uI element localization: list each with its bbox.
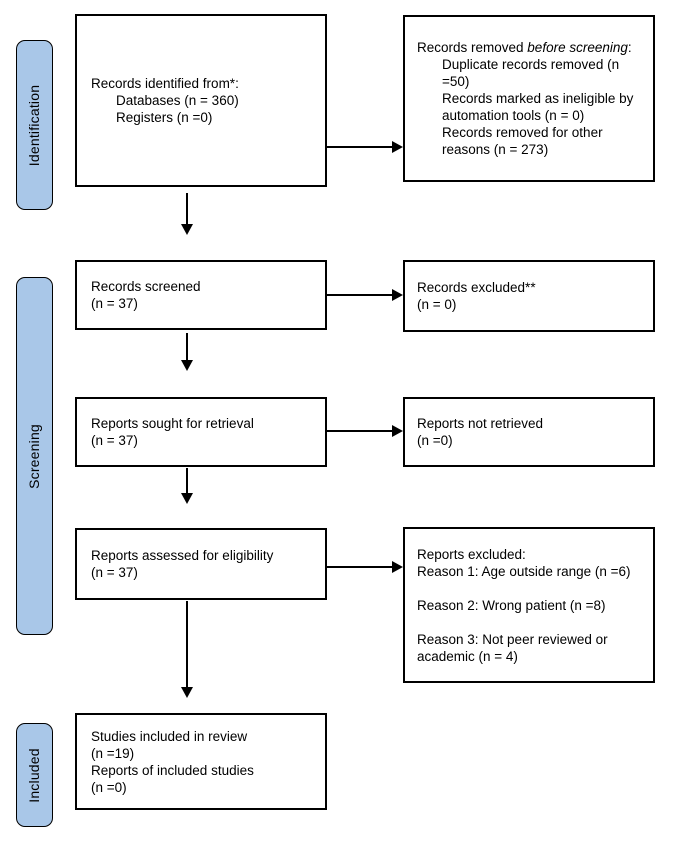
records-excluded-line1: Records excluded** bbox=[417, 280, 536, 295]
stage-identification: Identification bbox=[16, 40, 53, 210]
arrow-sought-to-not-retrieved-icon bbox=[327, 425, 403, 437]
box-reports-assessed: Reports assessed for eligibility (n = 37… bbox=[75, 528, 327, 600]
box-reports-not-retrieved: Reports not retrieved (n =0) bbox=[403, 397, 655, 467]
arrow-identified-to-removed-icon bbox=[327, 141, 403, 153]
arrow-assessed-to-reports-excluded-icon bbox=[327, 561, 403, 573]
arrow-screened-to-sought-icon bbox=[181, 333, 193, 371]
box-studies-included: Studies included in review (n =19) Repor… bbox=[75, 713, 327, 810]
arrow-identified-to-screened-icon bbox=[181, 193, 193, 235]
records-identified-registers: Registers (n =0) bbox=[116, 110, 213, 125]
box-reports-sought: Reports sought for retrieval (n = 37) bbox=[75, 397, 327, 467]
stage-identification-label: Identification bbox=[26, 84, 43, 166]
stage-included: Included bbox=[16, 723, 53, 827]
reports-excluded-reason-2: Reason 2: Wrong patient (n =8) bbox=[417, 597, 606, 613]
records-removed-title-colon: : bbox=[627, 40, 632, 55]
records-excluded-line2: (n = 0) bbox=[417, 297, 457, 312]
arrow-assessed-to-included-icon bbox=[181, 601, 193, 698]
box-records-screened: Records screened (n = 37) bbox=[75, 260, 327, 330]
arrow-screened-to-excluded-icon bbox=[327, 289, 403, 301]
studies-included-line2: (n =19) bbox=[91, 745, 135, 761]
box-reports-excluded: Reports excluded: Reason 1: Age outside … bbox=[403, 527, 655, 683]
arrow-sought-to-assessed-icon bbox=[181, 468, 193, 504]
studies-included-line3: Reports of included studies bbox=[91, 762, 254, 778]
studies-included-line4: (n =0) bbox=[91, 779, 127, 795]
reports-not-retrieved-line1: Reports not retrieved bbox=[417, 416, 544, 431]
records-identified-databases: Databases (n = 360) bbox=[116, 93, 239, 108]
stage-screening-label: Screening bbox=[26, 423, 42, 489]
box-records-identified: Records identified from*: Databases (n =… bbox=[75, 14, 327, 187]
reports-excluded-title: Reports excluded: bbox=[417, 546, 526, 562]
reports-assessed-line1: Reports assessed for eligibility bbox=[91, 548, 274, 563]
box-records-excluded: Records excluded** (n = 0) bbox=[403, 260, 655, 332]
records-removed-title-normal: Records removed bbox=[417, 40, 528, 55]
stage-screening: Screening bbox=[16, 277, 53, 635]
records-removed-title-italic: before screening bbox=[527, 40, 628, 55]
records-screened-line2: (n = 37) bbox=[91, 296, 138, 311]
reports-assessed-line2: (n = 37) bbox=[91, 565, 138, 580]
reports-sought-line1: Reports sought for retrieval bbox=[91, 416, 254, 431]
records-screened-line1: Records screened bbox=[91, 279, 201, 294]
box-records-removed: Records removed before screening: Duplic… bbox=[403, 15, 655, 182]
records-identified-title: Records identified from*: bbox=[91, 76, 239, 91]
stage-included-label: Included bbox=[26, 747, 42, 803]
records-removed-other: Records removed for other reasons (n = 2… bbox=[442, 125, 603, 157]
records-removed-automation: Records marked as ineligible by automati… bbox=[442, 91, 634, 123]
records-removed-duplicates: Duplicate records removed (n =50) bbox=[442, 57, 620, 89]
reports-sought-line2: (n = 37) bbox=[91, 433, 138, 448]
studies-included-line1: Studies included in review bbox=[91, 728, 248, 744]
reports-not-retrieved-line2: (n =0) bbox=[417, 433, 453, 448]
records-removed-title: Records removed before screening: bbox=[417, 39, 645, 56]
reports-excluded-reason-3: Reason 3: Not peer reviewed or academic … bbox=[417, 631, 608, 664]
reports-excluded-reason-1: Reason 1: Age outside range (n =6) bbox=[417, 563, 631, 579]
